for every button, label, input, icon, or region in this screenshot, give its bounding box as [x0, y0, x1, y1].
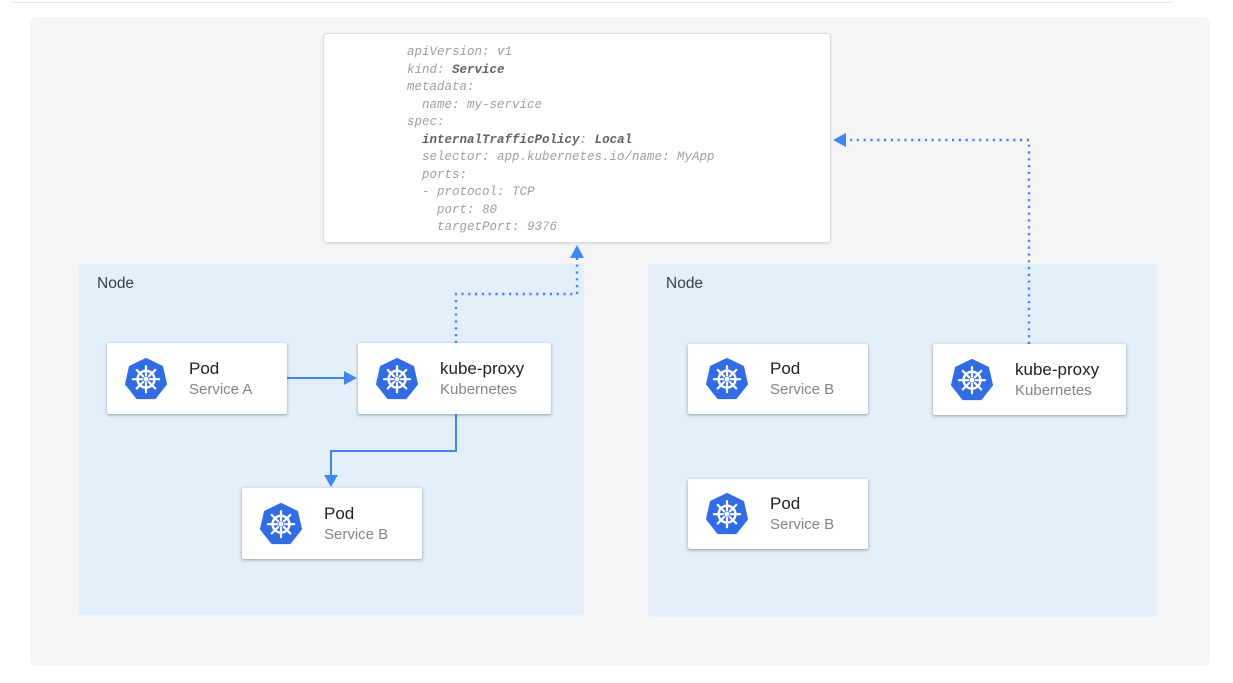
kubernetes-logo-icon	[125, 357, 167, 399]
kubernetes-logo-icon	[951, 358, 993, 400]
node-label: Node	[97, 275, 135, 292]
card-title: kube-proxy	[1015, 359, 1100, 379]
card-subtitle: Service A	[189, 380, 253, 398]
kubernetes-logo-icon	[376, 357, 418, 399]
node-box-left: Node	[79, 264, 584, 615]
card-subtitle: Kubernetes	[1015, 381, 1092, 399]
card-kube-proxy-left: kube-proxy Kubernetes	[358, 343, 551, 414]
kubernetes-logo-icon	[260, 502, 302, 544]
card-pod-service-b-right-top: Pod Service B	[688, 344, 868, 414]
node-box-right: Node	[648, 264, 1157, 617]
node-label: Node	[666, 275, 704, 292]
card-pod-service-b-right-bottom: Pod Service B	[688, 479, 868, 549]
card-subtitle: Service B	[770, 516, 835, 534]
card-pod-service-a: Pod Service A	[107, 343, 287, 414]
card-subtitle: Service B	[324, 525, 389, 543]
kubernetes-logo-icon	[706, 493, 748, 535]
card-title: Pod	[324, 503, 355, 523]
top-divider	[12, 2, 1172, 3]
card-subtitle: Service B	[770, 381, 835, 399]
card-subtitle: Kubernetes	[440, 380, 517, 398]
card-kube-proxy-right: kube-proxy Kubernetes	[933, 344, 1126, 415]
card-title: Pod	[770, 494, 801, 513]
card-title: Pod	[189, 358, 220, 378]
card-title: Pod	[770, 359, 801, 378]
card-pod-service-b-left: Pod Service B	[242, 488, 422, 559]
card-title: kube-proxy	[440, 358, 525, 378]
kubernetes-logo-icon	[706, 358, 748, 400]
